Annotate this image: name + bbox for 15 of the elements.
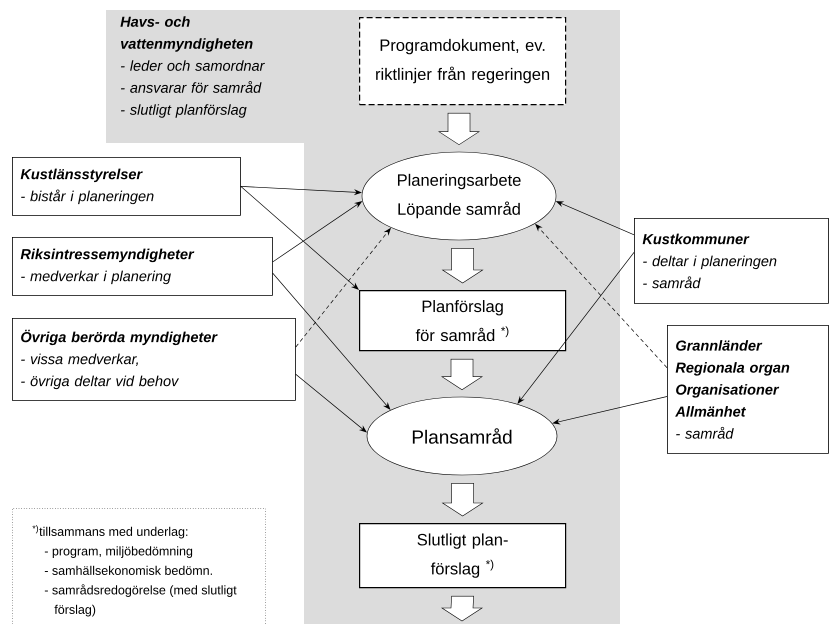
actor-box: Kustlänsstyrelser - bistår i planeringen (12, 157, 241, 216)
actor-box: Grannländer Regionala organ Organisationer Allmänhet - samråd (667, 325, 829, 454)
actor-box: Riksintressemyndigheter - medverkar i planering (12, 237, 273, 296)
block-arrow (438, 112, 480, 146)
process-box: Programdokument, ev. riktlinjer från regeringen (359, 17, 566, 106)
arrow (240, 186, 359, 290)
block-arrow (442, 483, 484, 516)
block-arrow (441, 596, 484, 622)
actor-box: Kustkommuner - deltar i planeringen - samråd (634, 218, 829, 304)
footnote-box: $^{*)}$tillsammans med underlag: - program, miljöbedömning - samhällsekonomisk bedömn. - samrådsredogörelse (med slutligt förslag) (12, 508, 266, 624)
process-box: Planförslag för samråd $^{*)}$ (359, 290, 566, 352)
actor-box: Övriga berörda myndigheter - vissa medverkar, - övriga deltar vid behov (12, 318, 296, 401)
process-box: Slutligt plan-förslag $^{*)}$ (359, 523, 566, 588)
block-arrow (441, 358, 484, 390)
block-arrow (442, 248, 484, 284)
